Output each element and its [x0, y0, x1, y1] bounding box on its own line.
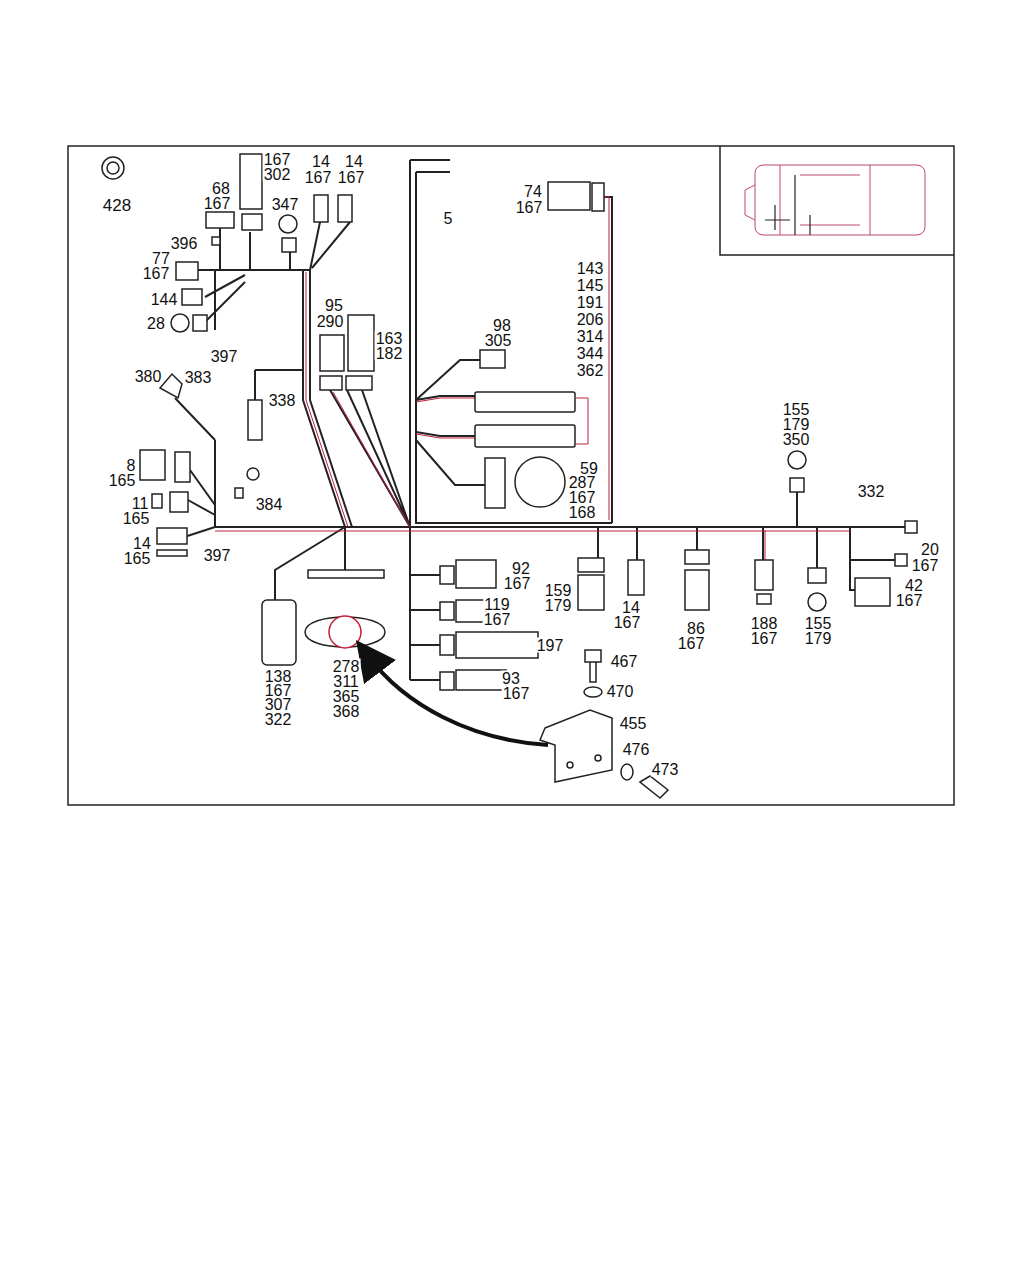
callout-number: 8 [126, 458, 137, 473]
callout-number: 14 [621, 600, 641, 615]
callout-number: 167 [304, 170, 333, 185]
callout-number: 167 [483, 612, 512, 627]
callout-number: 302 [263, 167, 292, 182]
callout-number: 182 [375, 346, 404, 361]
callout-number: 188 [750, 616, 779, 631]
callout-number: 145 [576, 278, 605, 293]
callout-number: 138 [264, 669, 293, 684]
callout-number: 428 [68, 196, 166, 216]
callout-number: 167 [503, 576, 532, 591]
callout-number: 77 [151, 251, 171, 266]
callout-number: 383 [184, 370, 213, 385]
callout-number: 163 [375, 331, 404, 346]
callout-number: 380 [134, 369, 163, 384]
callout-number: 396 [170, 236, 199, 251]
callout-number: 167 [613, 615, 642, 630]
callout-number: 167 [911, 558, 940, 573]
callout-number: 287 [568, 475, 597, 490]
callout-number: 28 [146, 316, 166, 331]
callout-number: 278 [332, 659, 361, 674]
callout-number: 476 [622, 742, 651, 757]
callout-number: 144 [150, 292, 179, 307]
callout-number: 322 [264, 712, 293, 727]
callout-number: 167 [568, 490, 597, 505]
callout-number: 307 [264, 697, 293, 712]
callout-number: 167 [750, 631, 779, 646]
callout-number: 143 [576, 261, 605, 276]
callout-number: 290 [316, 314, 345, 329]
callout-number: 384 [255, 497, 284, 512]
callout-number: 470 [606, 684, 635, 699]
callout-number: 344 [576, 346, 605, 361]
callout-number: 368 [332, 704, 361, 719]
callout-number: 397 [203, 548, 232, 563]
callout-number: 92 [511, 561, 531, 576]
callout-number: 179 [782, 417, 811, 432]
callout-number: 165 [108, 473, 137, 488]
callout-number: 168 [568, 505, 597, 520]
callout-number: 347 [271, 197, 300, 212]
callout-number: 167 [142, 266, 171, 281]
callout-number: 159 [544, 583, 573, 598]
callout-number: 362 [576, 363, 605, 378]
callout-number: 179 [544, 598, 573, 613]
callout-number: 68 [211, 181, 231, 196]
callout-number: 311 [332, 674, 360, 689]
inset-box: 428 [68, 146, 166, 222]
callout-number: 197 [536, 638, 565, 653]
callout-number: 42 [904, 578, 924, 593]
callout-number: 397 [210, 349, 239, 364]
callout-number: 14 [132, 536, 152, 551]
callout-number: 155 [782, 402, 811, 417]
callout-number: 5 [443, 211, 454, 226]
callout-number: 455 [619, 716, 648, 731]
callout-number: 467 [610, 654, 639, 669]
callout-number: 14 [311, 154, 331, 169]
callout-number: 167 [677, 636, 706, 651]
callout-number: 167 [264, 683, 293, 698]
callout-number: 191 [576, 295, 605, 310]
callout-number: 365 [332, 689, 361, 704]
callout-number: 14 [344, 154, 364, 169]
callout-number: 332 [857, 484, 886, 499]
callout-number: 119 [483, 597, 511, 612]
callout-number: 179 [804, 631, 833, 646]
callout-number: 20 [920, 542, 940, 557]
callout-number: 167 [203, 196, 232, 211]
callout-number: 74 [523, 184, 543, 199]
callout-number: 167 [263, 152, 292, 167]
callout-number: 95 [324, 298, 344, 313]
callout-number: 98 [492, 318, 512, 333]
callout-number: 167 [515, 200, 544, 215]
callout-number: 305 [484, 333, 513, 348]
callout-number: 206 [576, 312, 605, 327]
callout-number: 338 [268, 393, 297, 408]
callout-number: 165 [123, 551, 152, 566]
callout-number: 167 [502, 686, 531, 701]
callout-number: 165 [122, 511, 151, 526]
callout-number: 59 [579, 461, 599, 476]
callout-number: 155 [804, 616, 833, 631]
callout-number: 93 [501, 671, 521, 686]
callout-number: 86 [686, 621, 706, 636]
callout-number: 167 [895, 593, 924, 608]
callout-number: 167 [337, 170, 366, 185]
callout-number: 314 [576, 329, 605, 344]
callout-number: 350 [782, 432, 811, 447]
callout-number: 11 [131, 496, 150, 511]
callout-number: 473 [651, 762, 680, 777]
